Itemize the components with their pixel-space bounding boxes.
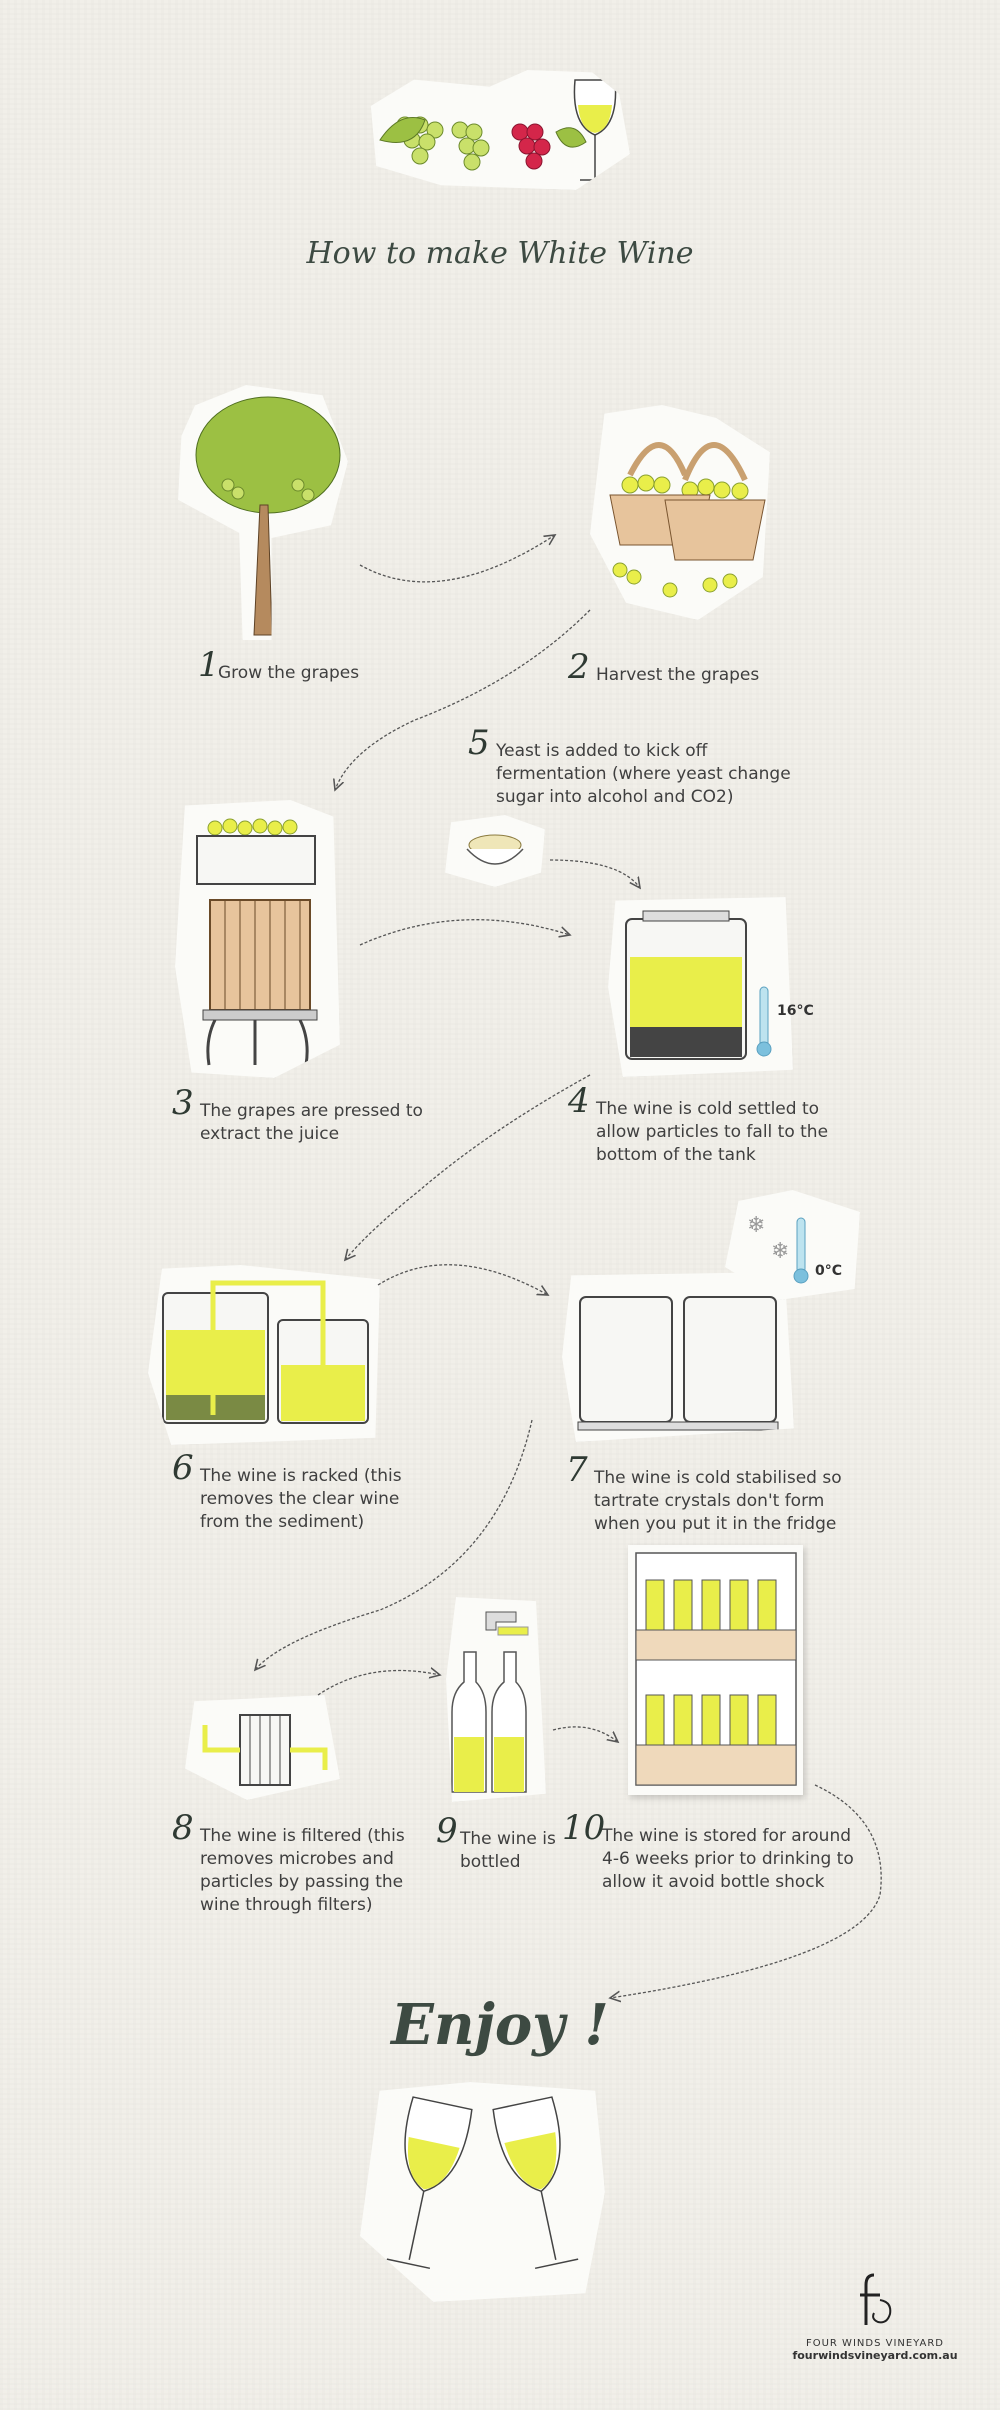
step-number: 1 — [198, 645, 220, 685]
step-number: 8 — [172, 1808, 194, 1848]
svg-text:❄: ❄ — [771, 1239, 789, 1264]
baskets-illustration — [590, 405, 770, 620]
step-number: 2 — [568, 647, 590, 687]
step-number: 5 — [468, 723, 490, 763]
step-text: The wine is bottled — [460, 1829, 556, 1872]
step-text: Grow the grapes — [218, 663, 360, 683]
arrow-8-to-9 — [317, 1671, 440, 1696]
arrow-2-to-3 — [335, 609, 591, 790]
step-text: The grapes are pressed to extract the ju… — [200, 1101, 423, 1144]
brand-name: FOUR WINDS VINEYARD — [805, 2338, 945, 2349]
brand-block: FOUR WINDS VINEYARD fourwindsvineyard.co… — [780, 2270, 970, 2362]
step-text: The wine is cold stabilised so tartrate … — [594, 1468, 842, 1534]
arrow-10-to-enjoy — [610, 1784, 882, 1998]
toasting-glasses-illustration — [360, 2082, 605, 2302]
arrow-9-to-10 — [552, 1726, 618, 1742]
arrow-4-to-6 — [345, 1074, 591, 1260]
page-title: How to make White Wine — [306, 236, 694, 271]
step-text: The wine is filtered (this removes micro… — [200, 1826, 405, 1915]
arrow-6-to-7 — [377, 1264, 548, 1295]
yeast-bowl-illustration — [445, 815, 545, 887]
step-4: 4 The wine is cold settled to allow part… — [568, 1084, 866, 1167]
brand-logo-icon — [860, 2273, 892, 2325]
svg-text:❄: ❄ — [747, 1213, 765, 1238]
settling-tank-illustration — [608, 897, 793, 1077]
arrow-5-to-4 — [549, 859, 640, 888]
grapes-glass-illustration — [370, 70, 630, 190]
step-6: 6 The wine is racked (this removes the c… — [172, 1451, 430, 1534]
step-9: 9 The wine is bottled — [436, 1814, 580, 1874]
step-number: 9 — [436, 1811, 458, 1851]
step-number: 7 — [566, 1450, 588, 1490]
bottling-illustration — [446, 1597, 546, 1802]
filter-illustration — [185, 1695, 340, 1800]
step-text: The wine is stored for around 4-6 weeks … — [602, 1826, 854, 1892]
arrow-1-to-2 — [359, 535, 555, 583]
step-7: 7 The wine is cold stabilised so tartrat… — [566, 1453, 864, 1536]
wine-press-illustration — [175, 800, 340, 1078]
step-text: The wine is cold settled to allow partic… — [596, 1099, 829, 1165]
temperature-label-16: 16°C — [777, 1003, 814, 1019]
cold-stabilisation-tanks-illustration — [562, 1272, 794, 1442]
arrow-3-to-4 — [359, 919, 570, 946]
step-1: 1 Grow the grapes — [198, 648, 418, 685]
step-text: Harvest the grapes — [596, 665, 760, 685]
step-number: 10 — [562, 1808, 606, 1848]
bottle-storage-rack-illustration — [628, 1545, 803, 1795]
enjoy-heading: Enjoy ! — [391, 1992, 609, 2058]
step-8: 8 The wine is filtered (this removes mic… — [172, 1811, 430, 1917]
step-number: 3 — [172, 1083, 194, 1123]
step-text: The wine is racked (this removes the cle… — [200, 1466, 402, 1532]
step-2: 2 Harvest the grapes — [568, 650, 826, 687]
step-text: Yeast is added to kick off fermentation … — [496, 741, 791, 807]
arrow-7-to-8 — [255, 1419, 533, 1670]
step-number: 4 — [568, 1081, 590, 1121]
racking-tanks-illustration — [148, 1265, 380, 1445]
step-3: 3 The grapes are pressed to extract the … — [172, 1086, 440, 1146]
step-5: 5 Yeast is added to kick off fermentatio… — [468, 726, 816, 809]
brand-url[interactable]: fourwindsvineyard.com.au — [792, 2349, 958, 2362]
temperature-label-0: 0°C — [815, 1263, 843, 1279]
step-10: 10 The wine is stored for around 4-6 wee… — [562, 1811, 872, 1894]
step-number: 6 — [172, 1448, 194, 1488]
